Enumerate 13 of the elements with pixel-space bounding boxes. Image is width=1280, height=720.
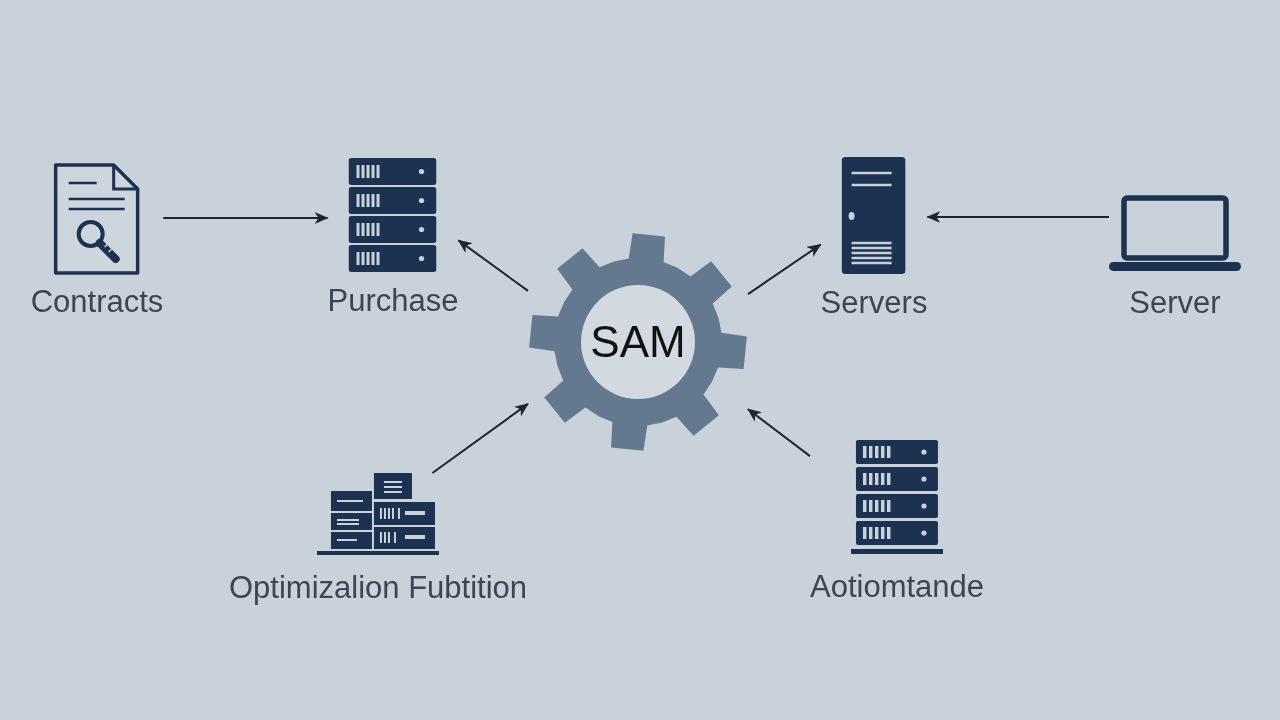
node-label: Purchase — [327, 283, 459, 319]
node-label: Contracts — [30, 284, 164, 320]
arrow — [431, 402, 529, 474]
node-label: Aotiomtande — [809, 569, 985, 605]
node-label: Optimizalion Fubtition — [228, 570, 528, 606]
arrow — [926, 211, 1110, 223]
node-label: SAM — [590, 317, 686, 367]
arrow — [162, 212, 329, 224]
arrow — [747, 408, 811, 458]
node-label: Servers — [820, 285, 928, 321]
node-label: Server — [1129, 285, 1221, 321]
arrow — [747, 243, 822, 296]
arrow — [457, 239, 529, 292]
